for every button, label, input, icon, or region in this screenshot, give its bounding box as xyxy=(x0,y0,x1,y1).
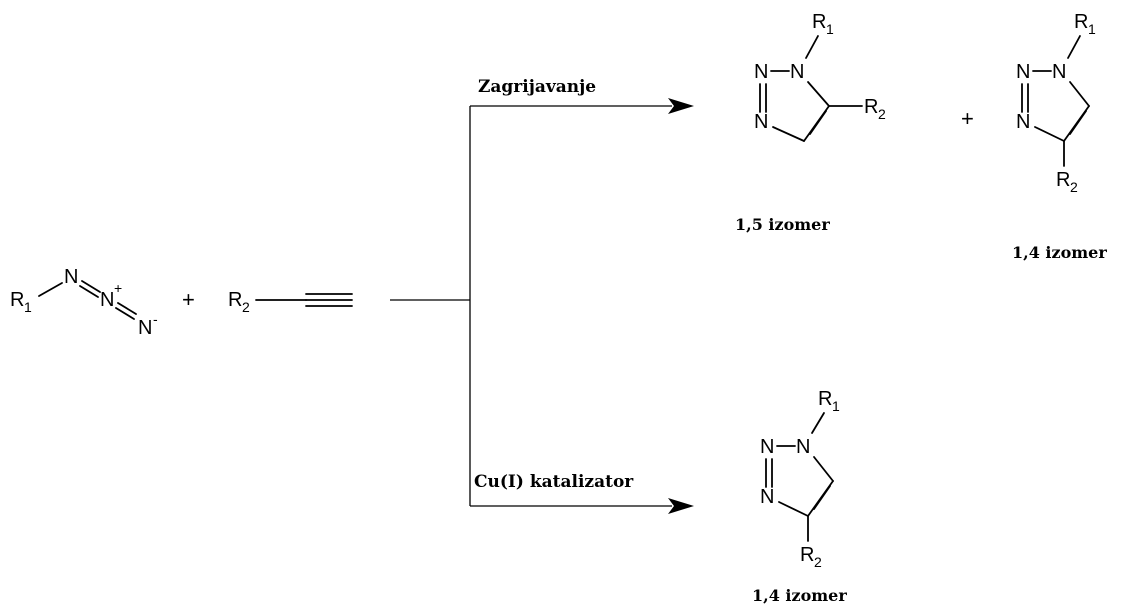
azide-n1: N xyxy=(64,266,78,288)
product-thermal-1-5-isomer: R 1 N N N R 2 1,5 izomer xyxy=(735,11,886,234)
p15-n3: N xyxy=(754,111,768,133)
p15-r2-group: R xyxy=(864,96,878,118)
azide-n2-n3-bond-a xyxy=(117,302,137,315)
reactant-plus-sign: + xyxy=(182,287,195,312)
p14t-n2: N xyxy=(1016,61,1030,83)
alkyne-r-group: R xyxy=(228,289,242,311)
reaction-arrows xyxy=(390,98,694,514)
product-thermal-1-4-isomer: R 1 N N N R 2 1,4 izomer xyxy=(1012,11,1107,262)
thermal-condition-label: Zagrijavanje xyxy=(478,77,596,97)
p14t-r1-group: R xyxy=(1074,11,1088,33)
product-plus-sign: + xyxy=(961,106,974,131)
azide-n2: N xyxy=(100,289,114,311)
p14t-n3-c4-bond xyxy=(1034,126,1065,142)
azide-r-group: R xyxy=(10,289,24,311)
azide-r-index: 1 xyxy=(24,299,32,315)
p14c-n3: N xyxy=(760,486,774,508)
p14c-n3-c4-bond xyxy=(778,501,809,517)
p14c-n1: N xyxy=(796,436,810,458)
p15-n1: N xyxy=(790,61,804,83)
p14t-r1-bond xyxy=(1067,35,1081,59)
p14c-caption: 1,4 izomer xyxy=(752,586,847,605)
product-catalytic-1-4-isomer: R 1 N N N R 2 1,4 izomer xyxy=(752,388,847,605)
azide-n3: N xyxy=(138,317,152,339)
p15-r1-bond xyxy=(805,35,819,59)
alkyne-reactant: R 2 xyxy=(228,289,353,315)
p15-r1-group: R xyxy=(812,11,826,33)
p14t-n1: N xyxy=(1052,61,1066,83)
catalytic-arrowhead xyxy=(668,498,694,514)
azide-n1-n2-bond-a xyxy=(81,280,101,293)
p14c-r2-group: R xyxy=(800,544,814,566)
p14t-r2-group: R xyxy=(1056,169,1070,191)
p14c-r1-group: R xyxy=(818,388,832,410)
azide-n2-n3-bond-b xyxy=(115,307,135,320)
p15-c5-n1-bond xyxy=(807,81,830,107)
p15-n2: N xyxy=(754,61,768,83)
p14c-n2: N xyxy=(760,436,774,458)
azide-reactant: R 1 N N + N - xyxy=(10,266,158,339)
p15-r2-index: 2 xyxy=(878,106,886,122)
p15-c4-c5-inner-bond xyxy=(809,110,827,135)
p15-n3-c4-bond xyxy=(772,126,805,142)
catalytic-condition-label: Cu(I) katalizator xyxy=(474,472,634,492)
p14t-r2-index: 2 xyxy=(1070,179,1078,195)
p14t-c4-c5-inner-bond xyxy=(1069,110,1087,135)
p15-caption: 1,5 izomer xyxy=(735,215,830,234)
azide-r-n-bond xyxy=(38,282,63,297)
p14c-c5-n1-bond xyxy=(813,456,834,482)
p14c-r1-index: 1 xyxy=(832,398,840,414)
azide-n1-n2-bond-b xyxy=(79,285,99,298)
p15-r1-index: 1 xyxy=(826,21,834,37)
thermal-arrowhead xyxy=(668,98,694,114)
p14t-c5-n1-bond xyxy=(1069,81,1090,107)
p14t-n3: N xyxy=(1016,111,1030,133)
azide-n3-charge: - xyxy=(153,311,158,327)
p14t-r1-index: 1 xyxy=(1088,21,1096,37)
p14c-c4-c5-inner-bond xyxy=(813,485,831,510)
azide-n2-charge: + xyxy=(114,280,122,296)
p14c-r2-index: 2 xyxy=(814,554,822,570)
alkyne-r-index: 2 xyxy=(242,299,250,315)
p14c-r1-bond xyxy=(811,412,825,434)
p14t-caption: 1,4 izomer xyxy=(1012,243,1107,262)
